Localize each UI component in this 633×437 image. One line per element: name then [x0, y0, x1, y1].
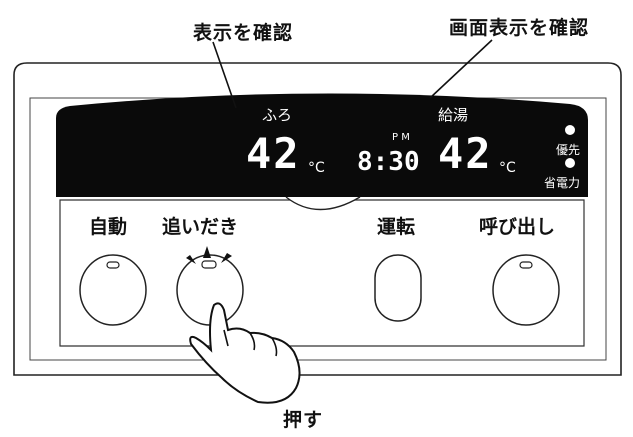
check-display-callout: 表示を確認	[193, 22, 294, 44]
bath-temperature-unit: °C	[308, 160, 325, 176]
clock-display: 8:30	[357, 147, 420, 177]
flash-mark-right-icon	[221, 253, 232, 263]
left-callout-line	[212, 41, 237, 109]
flash-mark-center-icon	[203, 246, 211, 258]
auto-button-label[interactable]: 自動	[89, 216, 128, 238]
auto-button-shape[interactable]	[79, 254, 147, 326]
hot-water-label: 給湯	[438, 106, 469, 124]
press-callout: 押す	[283, 409, 324, 431]
call-button-shape[interactable]	[492, 254, 560, 326]
bath-label: ふろ	[262, 106, 293, 124]
pointing-hand-icon	[189, 302, 301, 404]
bath-temperature: 42	[246, 129, 301, 178]
call-button-label[interactable]: 呼び出し	[479, 216, 556, 238]
call-lamp	[519, 261, 533, 269]
check-screen-display-callout: 画面表示を確認	[449, 17, 590, 39]
reheat-button-label[interactable]: 追いだき	[162, 216, 239, 238]
button-panel	[59, 199, 585, 347]
energy-saving-indicator-dot	[565, 158, 575, 168]
flash-mark-left-icon	[186, 255, 196, 264]
priority-label: 優先	[556, 143, 581, 157]
display-notch	[285, 196, 361, 211]
run-button-shape[interactable]	[374, 254, 422, 322]
pm-indicator: P M	[392, 132, 410, 143]
priority-indicator-dot	[565, 125, 575, 135]
display-panel	[56, 93, 588, 197]
hot-water-temperature-unit: °C	[499, 160, 516, 176]
auto-lamp	[106, 261, 120, 269]
right-callout-line	[429, 39, 493, 99]
energy-saving-label: 省電力	[544, 176, 581, 190]
reheat-lamp	[201, 260, 217, 269]
hot-water-temperature: 42	[438, 129, 493, 178]
run-button-label[interactable]: 運転	[377, 216, 416, 238]
